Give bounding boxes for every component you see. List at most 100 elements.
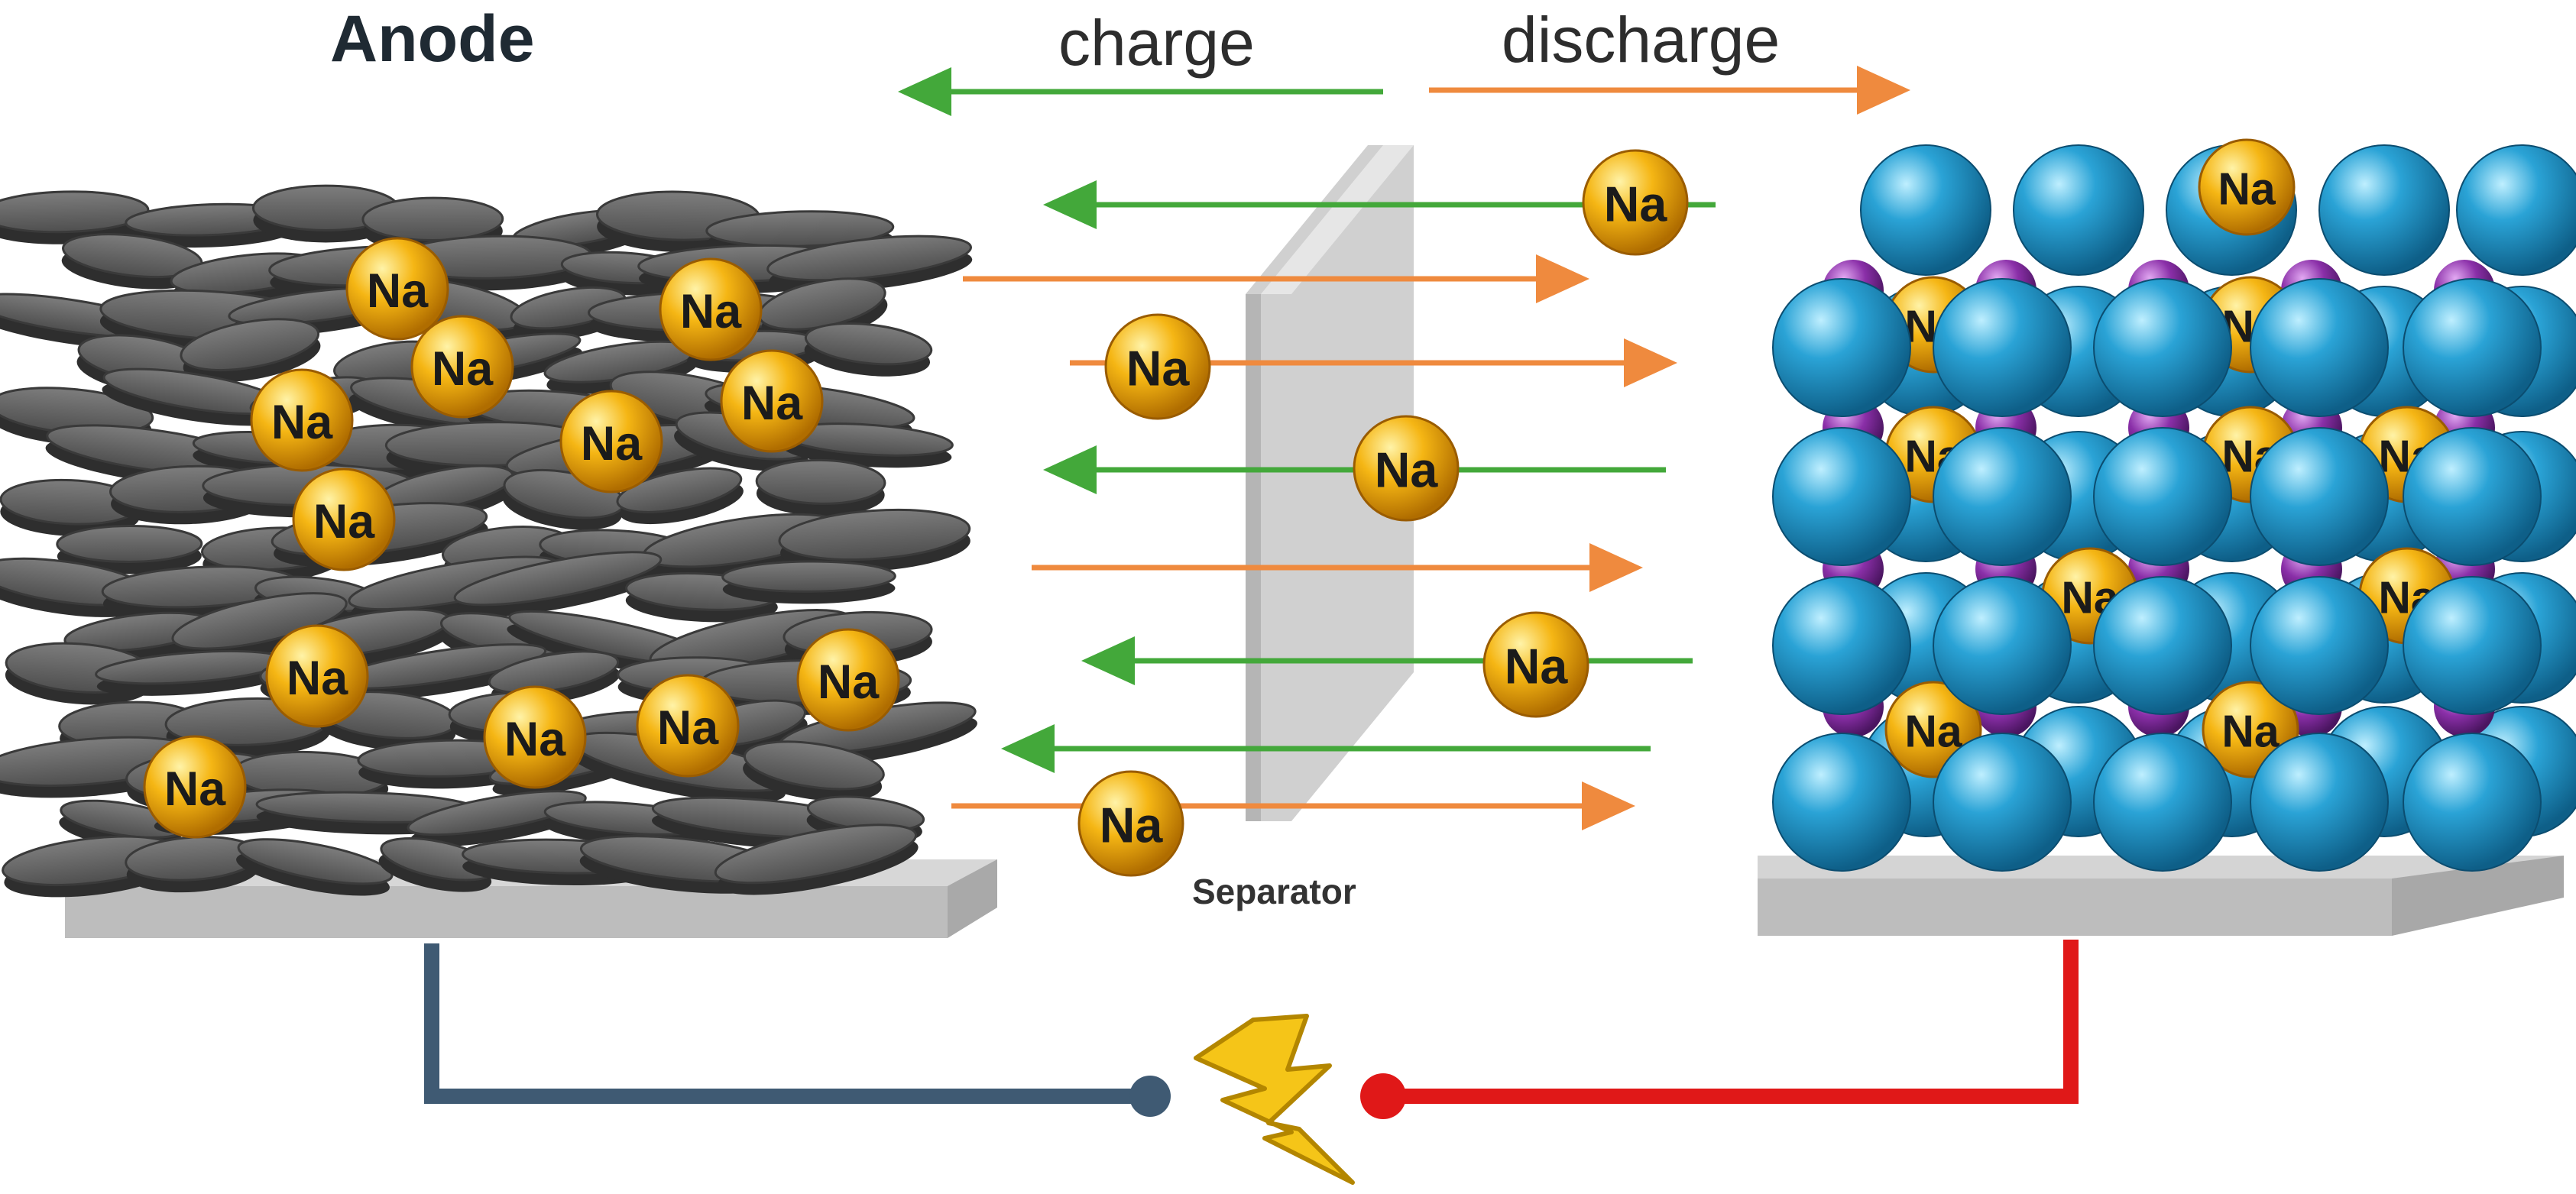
- anode-collector: [65, 886, 948, 938]
- graphite-flake: [236, 838, 394, 896]
- cathode-atom: [1860, 144, 1991, 276]
- graphite-flake: [95, 649, 287, 696]
- sodium-ion-label: Na: [164, 762, 226, 816]
- graphite-flake: [61, 233, 203, 290]
- separator: [1246, 145, 1414, 821]
- sodium-ion: Na: [483, 685, 587, 789]
- sodium-ion-label: Na: [2218, 164, 2276, 214]
- sodium-ion: Na: [559, 390, 663, 493]
- graphite-flake: [804, 322, 933, 377]
- cathode-atom: [2403, 576, 2542, 715]
- cathode-atom: [1933, 278, 2072, 417]
- cathode-collector: [1758, 879, 2392, 936]
- sodium-ion-label: Na: [657, 701, 719, 755]
- sodium-ion-label: Na: [1604, 176, 1668, 231]
- sodium-ion-label: Na: [680, 285, 742, 338]
- cathode-atom: [2318, 144, 2450, 276]
- sodium-ion: Na: [265, 624, 369, 728]
- cathode-atom: [1933, 427, 2072, 566]
- sodium-ion-label: Na: [1375, 442, 1439, 497]
- graphite-flake: [714, 824, 919, 895]
- graphite-flake: [488, 650, 621, 705]
- ion-flow-arrows: [898, 66, 1910, 830]
- discharge-arrow: [951, 781, 1635, 830]
- discharge-label: discharge: [1502, 4, 1781, 76]
- graphite-flake: [453, 551, 663, 617]
- sodium-ion-label: Na: [1904, 707, 1963, 756]
- sodium-ion: Na: [1077, 770, 1184, 877]
- cathode-atom: [2403, 427, 2542, 566]
- sodium-ion-label: Na: [367, 264, 429, 318]
- sodium-ion: Na: [659, 257, 763, 361]
- sodium-ion: Na: [250, 368, 354, 472]
- cathode-atom: [1933, 576, 2072, 715]
- sodium-ion: Na: [636, 674, 740, 778]
- sodium-ion: Na: [1582, 149, 1689, 256]
- anode-title: Anode: [330, 2, 535, 76]
- graphite-flake: [56, 524, 203, 574]
- graphite-flake: [331, 643, 548, 701]
- cathode-atom: [2250, 427, 2389, 566]
- sodium-ion-label: Na: [271, 396, 333, 449]
- graphite-flake: [616, 467, 744, 525]
- sodium-ion: Na: [345, 237, 449, 341]
- sodium-ion: Na: [1104, 313, 1211, 420]
- sodium-ion-label: Na: [432, 342, 494, 396]
- sodium-ion-label: Na: [1126, 341, 1191, 396]
- sodium-ion-label: Na: [1100, 798, 1164, 853]
- sodium-ion: Na: [1482, 611, 1589, 718]
- cathode-atom: [2013, 144, 2144, 276]
- cathode-atom: [1772, 278, 1911, 417]
- charge-label: charge: [1058, 7, 1255, 79]
- graphite-flake: [125, 202, 296, 248]
- discharge-arrow: [1032, 543, 1643, 592]
- graphite-flake: [171, 592, 349, 661]
- sodium-ion-label: Na: [818, 655, 880, 709]
- charge-arrow: [1001, 724, 1651, 773]
- anode-wire: [424, 943, 1150, 1104]
- cathode-atom: [2403, 733, 2542, 872]
- sodium-ion-label: Na: [581, 417, 643, 471]
- cathode-atom: [2093, 576, 2232, 715]
- graphite-flake: [778, 508, 971, 572]
- cathode-atom: [2403, 278, 2542, 417]
- discharge-arrow: [963, 254, 1589, 303]
- separator-label: Separator: [1192, 872, 1356, 911]
- lightning-bolt-icon: [1194, 1014, 1355, 1185]
- sodium-ion-label: Na: [287, 652, 348, 705]
- sodium-ion: Na: [292, 468, 396, 571]
- sodium-ion-label: Na: [741, 377, 803, 430]
- cathode-atom: [1772, 576, 1911, 715]
- sodium-ion: Na: [720, 349, 824, 453]
- graphite-flake: [766, 235, 973, 293]
- charge-arrow: [898, 67, 1383, 116]
- charge-arrow: [1081, 636, 1693, 685]
- sodium-ion-label: Na: [504, 713, 566, 766]
- cathode-atom: [1772, 733, 1911, 872]
- cathode-atom: [2250, 733, 2389, 872]
- sodium-ion-label: Na: [1505, 639, 1569, 694]
- cathode-atom: [2093, 278, 2232, 417]
- anode-terminal: [1129, 1076, 1171, 1117]
- graphite-flake: [407, 790, 588, 847]
- graphite-flake: [755, 458, 886, 516]
- discharge-arrow: [1429, 66, 1910, 115]
- sodium-ion-label: Na: [313, 495, 375, 548]
- cathode-wire: [1383, 940, 2079, 1104]
- cathode-terminal: [1360, 1073, 1406, 1119]
- sodium-ion: Na: [2198, 138, 2296, 236]
- cathode-atom: [2250, 576, 2389, 715]
- graphite-flake: [361, 196, 504, 253]
- graphite-flake: [180, 318, 321, 383]
- sodium-ion: Na: [796, 628, 900, 732]
- sodium-ion: Na: [1353, 415, 1460, 522]
- graphite-flake: [721, 560, 896, 604]
- sodium-ion: Na: [143, 735, 247, 839]
- cathode-atom: [2456, 144, 2576, 276]
- cathode-atom: [2250, 278, 2389, 417]
- graphite-flake: [743, 740, 885, 801]
